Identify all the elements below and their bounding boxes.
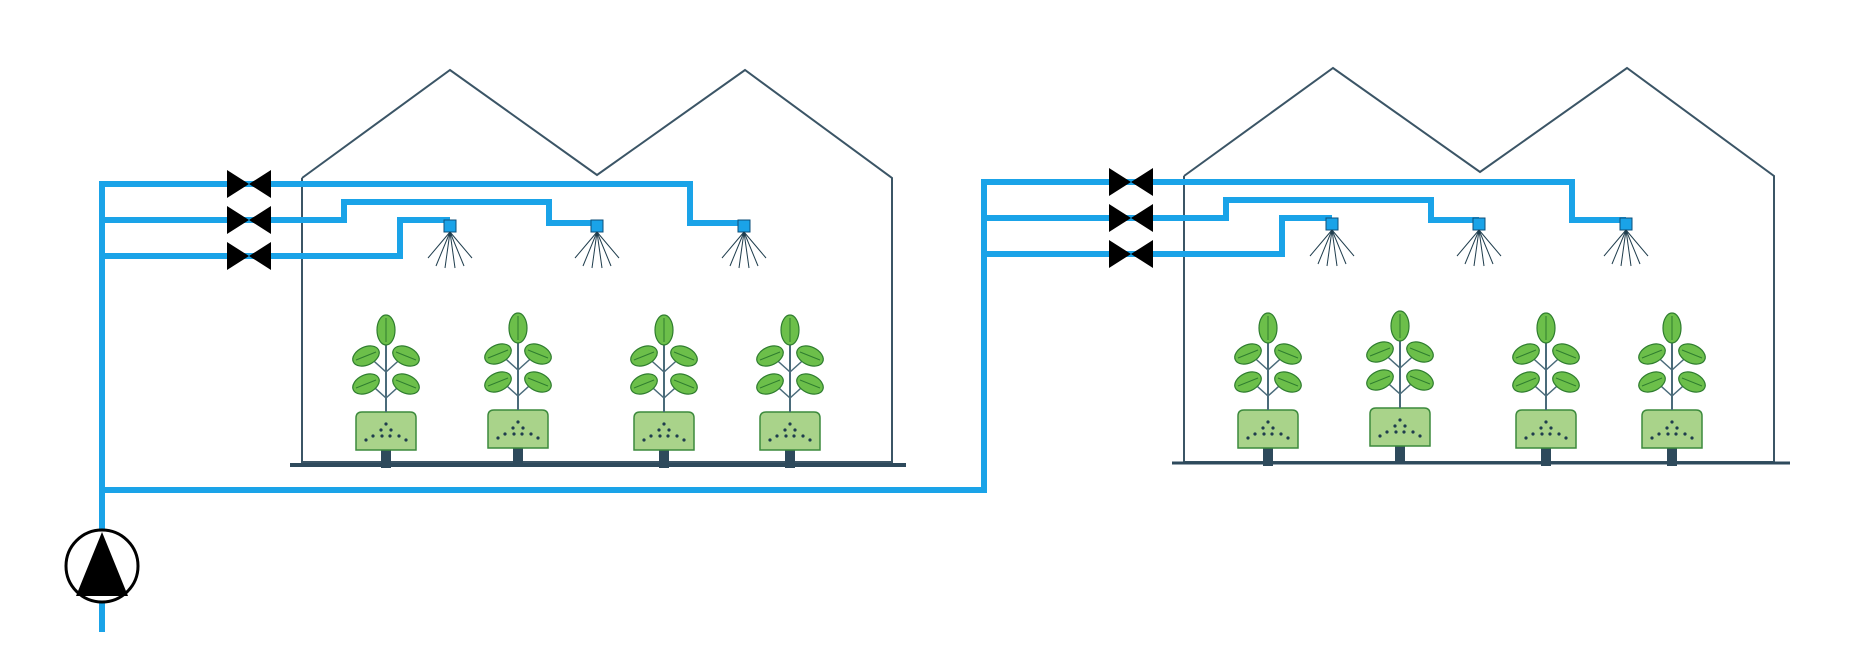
sprinkler-icon xyxy=(1456,217,1502,267)
plant-icon xyxy=(1508,312,1584,467)
plant-icon xyxy=(1230,312,1306,467)
plant-icon xyxy=(626,314,702,469)
sprinkler-icon xyxy=(427,219,473,269)
plant-icon xyxy=(480,312,556,467)
plant-icon xyxy=(1634,312,1710,467)
gh1-pipe-3 xyxy=(102,217,450,259)
valve-icon[interactable] xyxy=(1109,240,1153,268)
feeder-pipe-greenhouse-2 xyxy=(102,182,987,493)
sprinkler-icon xyxy=(574,219,620,269)
greenhouse-2 xyxy=(1172,66,1790,465)
sprinkler-icon xyxy=(721,219,767,269)
pipe-network xyxy=(99,179,1626,632)
valve-icon[interactable] xyxy=(227,206,271,234)
gh1-pipe-2 xyxy=(102,199,597,226)
gh2-pipe-3 xyxy=(984,215,1332,257)
greenhouse-1 xyxy=(290,68,906,467)
gh2-pipe-2 xyxy=(984,197,1479,223)
gh2-pipe-1 xyxy=(981,179,1626,223)
pump-icon[interactable] xyxy=(64,528,140,604)
plant-icon xyxy=(752,314,828,469)
greenhouse-2-roof xyxy=(1183,66,1775,463)
valve-icon[interactable] xyxy=(227,170,271,198)
sprinkler-icon xyxy=(1309,217,1355,267)
plant-icon xyxy=(348,314,424,469)
valve-icon[interactable] xyxy=(1109,204,1153,232)
valve-icon[interactable] xyxy=(1109,168,1153,196)
valve-icon[interactable] xyxy=(227,242,271,270)
gh1-pipe-1 xyxy=(99,181,744,226)
sprinkler-icon xyxy=(1603,217,1649,267)
greenhouse-1-roof xyxy=(301,68,893,463)
plant-icon xyxy=(1362,310,1438,465)
